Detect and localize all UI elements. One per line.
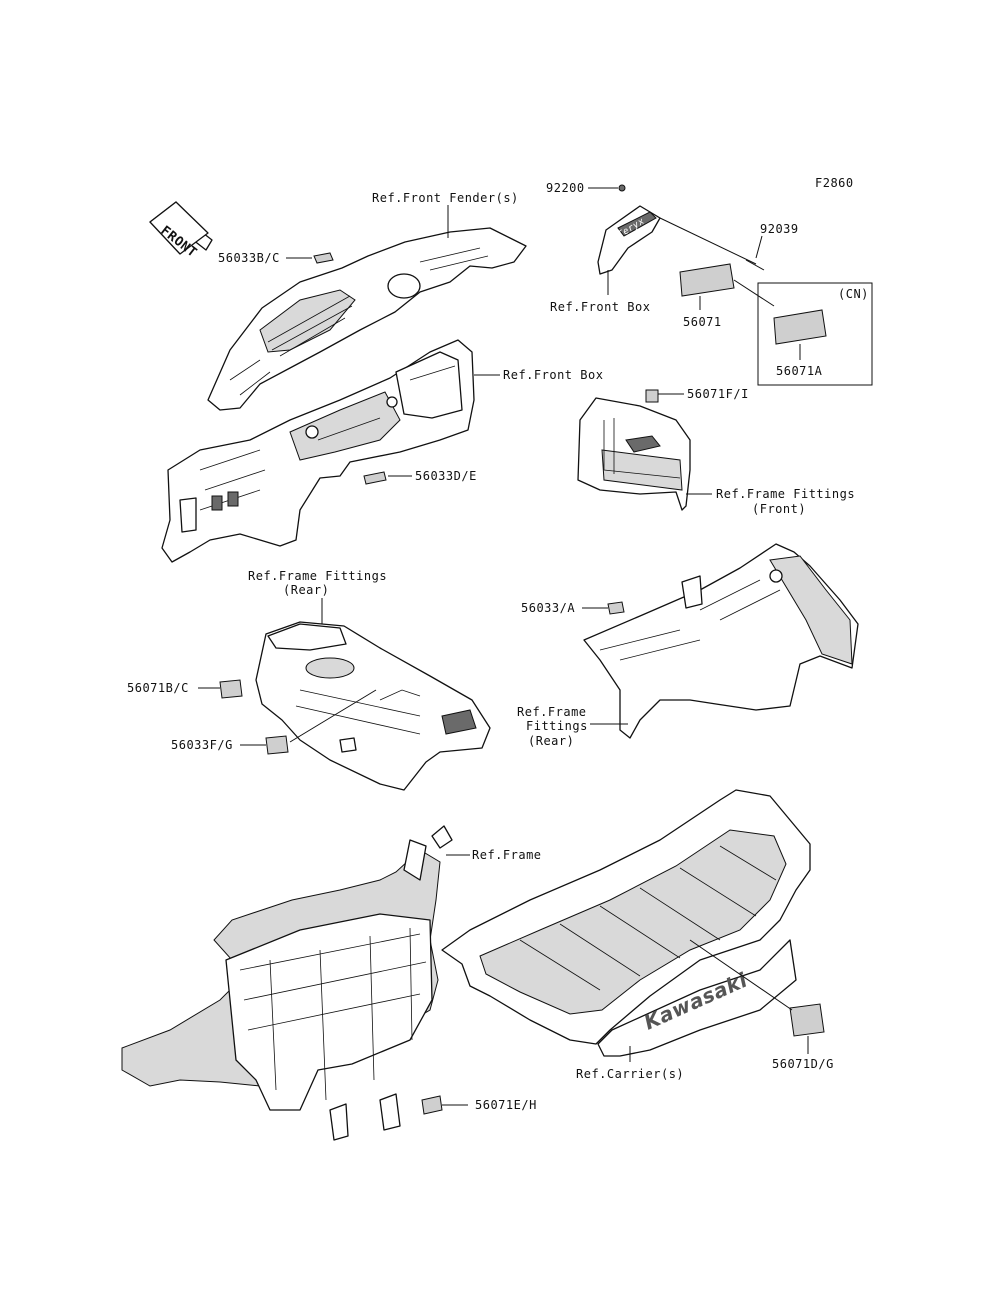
callout-ff-rear-left-1: Ref.Frame Fittings: [248, 569, 387, 583]
decal-56033d-e-icon: [363, 471, 387, 485]
frame-part: [121, 825, 453, 1141]
callout-front-box-top: Ref.Front Box: [550, 300, 650, 314]
callout-56033-a: 56033/A: [521, 601, 575, 615]
decal-56033-a-icon: [607, 601, 625, 615]
decal-56071b-c-icon: [219, 679, 243, 699]
front-fender-part: [207, 227, 527, 411]
callout-56071f-i: 56071F/I: [687, 387, 749, 401]
decal-56033b-c-icon: [313, 252, 334, 264]
figure-id: F2860: [815, 176, 854, 190]
callout-ff-rear-right-3: (Rear): [528, 734, 574, 748]
callout-ff-rear-right-2: Fittings: [526, 719, 588, 733]
callout-56071e-h: 56071E/H: [475, 1098, 537, 1112]
callout-ff-rear-right-1: Ref.Frame: [517, 705, 587, 719]
decal-56033f-g-icon: [265, 735, 289, 755]
callout-front-box-mid: Ref.Front Box: [503, 368, 603, 382]
callout-92039: 92039: [760, 222, 799, 236]
callout-front-fender: Ref.Front Fender(s): [372, 191, 519, 205]
callout-ff-front-1: Ref.Frame Fittings: [716, 487, 855, 501]
callout-ff-front-2: (Front): [752, 502, 806, 516]
frame-fittings-front-part: [577, 397, 691, 511]
cn-group-title: (CN): [838, 287, 869, 301]
callout-56071d-g: 56071D/G: [772, 1057, 834, 1071]
front-arrow-icon: FRONT: [149, 201, 213, 261]
callout-ref-frame: Ref.Frame: [472, 848, 542, 862]
decal-56071-icon: [679, 263, 735, 297]
cn-group: (CN) 56071A: [757, 282, 873, 386]
callout-56033f-g: 56033F/G: [171, 738, 233, 752]
frame-fittings-rear-left-part: [255, 621, 491, 791]
callout-56071: 56071: [683, 315, 722, 329]
callout-92200: 92200: [546, 181, 585, 195]
callout-56033b-c: 56033B/C: [218, 251, 280, 265]
carrier-part: Kawasaki: [441, 789, 811, 1057]
frame-fittings-rear-right-part: [583, 543, 859, 739]
callout-56071b-c: 56071B/C: [127, 681, 189, 695]
decal-56071d-g-icon: [789, 1003, 825, 1037]
front-box-lid-part: Teryx: [597, 205, 661, 275]
cn-group-part: 56071A: [776, 364, 823, 378]
screw-92200-icon: [618, 184, 626, 192]
callout-56033d-e: 56033D/E: [415, 469, 477, 483]
screw-92039-icon: [745, 259, 765, 271]
decal-56071a-icon: [773, 309, 827, 345]
callout-ff-rear-left-2: (Rear): [283, 583, 329, 597]
callout-ref-carrier: Ref.Carrier(s): [576, 1067, 684, 1081]
decal-56071f-i-icon: [645, 389, 659, 403]
decal-56071e-h-icon: [421, 1095, 443, 1115]
front-box-part: [161, 339, 475, 563]
